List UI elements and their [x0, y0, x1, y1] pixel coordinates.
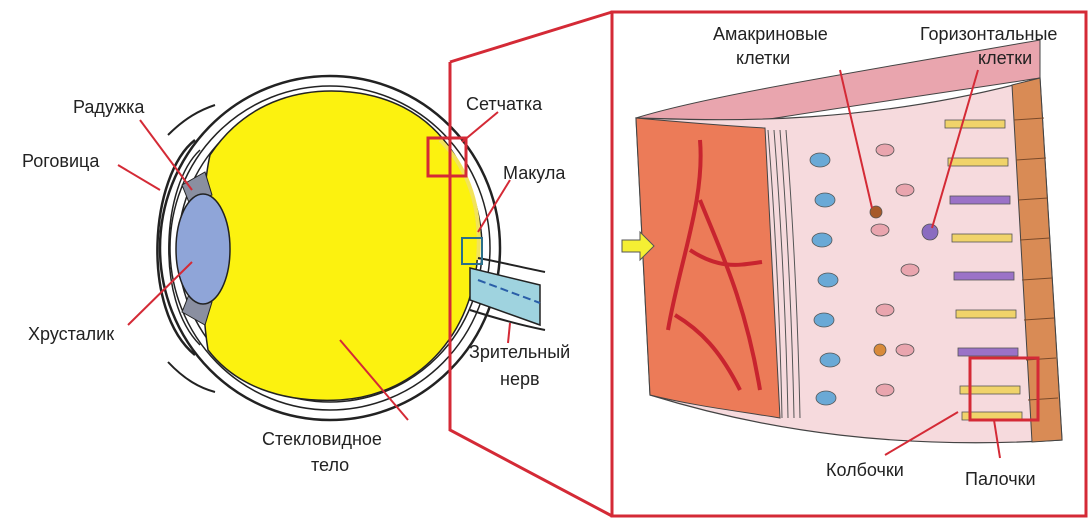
leader-nerve	[508, 323, 510, 343]
label-horizontal-line1: Горизонтальные	[920, 24, 1057, 44]
leader-setchatka	[462, 112, 498, 142]
retina-detail-panel	[612, 12, 1086, 516]
label-setchatka: Сетчатка	[466, 94, 543, 114]
leader-rogovitsa	[118, 165, 160, 190]
label-raduzhka: Радужка	[73, 97, 145, 117]
label-rods: Палочки	[965, 469, 1036, 489]
label-khrustalik: Хрусталик	[28, 324, 114, 344]
label-horizontal-line2: клетки	[978, 48, 1032, 68]
label-amacrine-line2: клетки	[736, 48, 790, 68]
label-nerve-line2: нерв	[500, 369, 540, 389]
lens	[176, 194, 230, 304]
label-vitreous-line2: тело	[311, 455, 349, 475]
label-rogovitsa: Роговица	[22, 151, 100, 171]
label-vitreous-line1: Стекловидное	[262, 429, 382, 449]
label-cones: Колбочки	[826, 460, 904, 480]
label-makula: Макула	[503, 163, 566, 183]
eye-cross-section	[157, 76, 545, 420]
label-amacrine-line1: Амакриновые	[713, 24, 828, 44]
leader-raduzhka	[140, 120, 192, 190]
label-nerve-line1: Зрительный	[469, 342, 570, 362]
